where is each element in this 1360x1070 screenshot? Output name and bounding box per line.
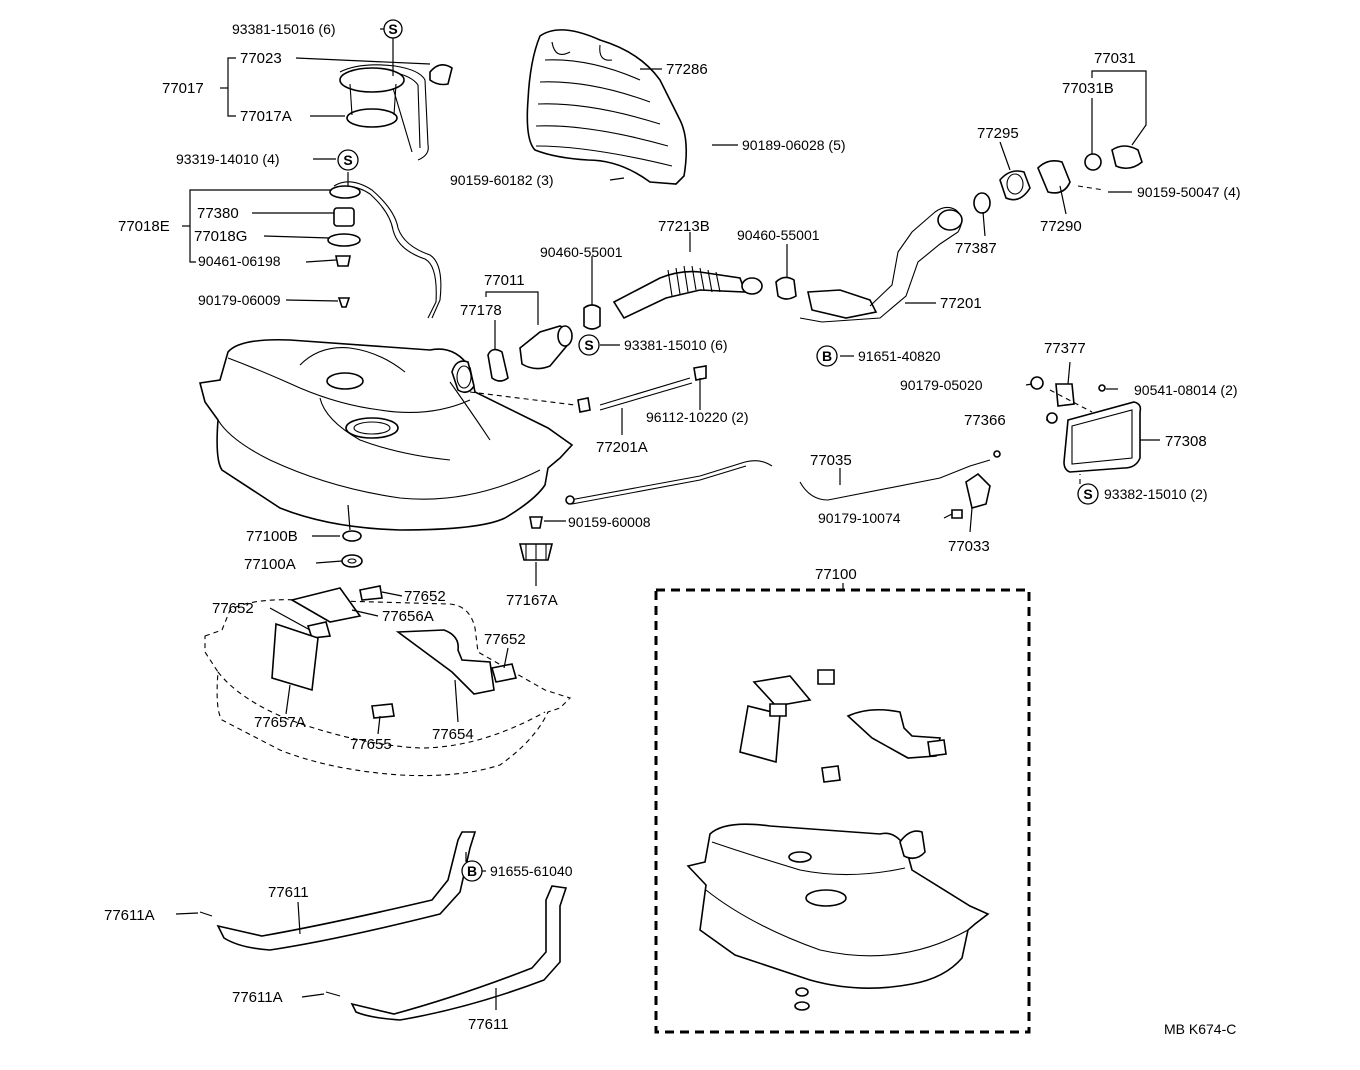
symbol-s-4: S [1077,483,1099,505]
symbol-b-2: B [461,860,483,882]
label-77100A: 77100A [244,556,296,573]
label-77031B: 77031B [1062,80,1114,97]
label-90460-55001-b: 90460-55001 [737,227,820,243]
label-77377: 77377 [1044,340,1086,357]
label-77035: 77035 [810,452,852,469]
label-77286: 77286 [666,61,708,78]
label-77654: 77654 [432,726,474,743]
label-91651-40820: 91651-40820 [858,348,941,364]
label-90460-55001-a: 90460-55001 [540,244,623,260]
svg-text:S: S [343,152,352,168]
label-77011: 77011 [484,272,525,289]
label-93319-14010: 93319-14010 (4) [176,151,280,167]
label-77308: 77308 [1165,433,1207,450]
footer-code: MB K674-C [1164,1021,1236,1037]
label-90159-60008: 90159-60008 [568,514,651,530]
label-90159-60182: 90159-60182 (3) [450,172,554,188]
svg-text:B: B [467,863,477,879]
label-93381-15016: 93381-15016 (6) [232,21,336,37]
under-tank-parts [341,530,363,568]
label-90159-50047: 90159-50047 (4) [1137,184,1241,200]
label-77018E: 77018E [118,218,170,235]
label-77017: 77017 [162,80,204,97]
label-77655: 77655 [350,736,392,753]
fuel-lid-group [518,376,1142,561]
svg-text:B: B [822,348,832,364]
label-77652-a: 77652 [404,588,446,605]
label-77611-a: 77611 [268,884,309,901]
label-90179-10074: 90179-10074 [818,510,901,526]
label-77167A: 77167A [506,592,558,609]
symbol-s-2: S [337,149,359,171]
fuel-tank-main [198,338,574,531]
part-labels: 93381-15016 (6) 77023 77017 77017A 93319… [104,21,1241,1037]
svg-text:S: S [584,337,593,353]
label-77652-b: 77652 [212,600,254,617]
label-96112-10220: 96112-10220 (2) [646,409,748,425]
label-90179-06009: 90179-06009 [198,292,281,308]
assembly-77100-contents [686,669,990,1011]
label-93381-15010: 93381-15010 (6) [624,337,728,353]
label-77201A: 77201A [596,439,648,456]
symbol-s-3: S [578,334,600,356]
heat-insulator-77286 [526,29,688,185]
label-77017A: 77017A [240,108,292,125]
symbol-s-1: S [383,19,403,39]
tank-pads-group [204,585,572,777]
tank-straps [199,831,568,1021]
label-77290: 77290 [1040,218,1082,235]
svg-text:S: S [388,21,397,37]
label-77611A-b: 77611A [232,989,283,1006]
label-77100B: 77100B [246,528,298,545]
label-77023: 77023 [240,50,282,67]
symbol-b-1: B [816,345,838,367]
label-77018G: 77018G [194,228,247,245]
label-90541-08014: 90541-08014 (2) [1134,382,1238,398]
label-77178: 77178 [460,302,502,319]
filler-hose-group [487,145,1143,413]
leader-lines [175,28,1160,1010]
label-77611A-a: 77611A [104,907,155,924]
label-77213B: 77213B [658,218,710,235]
label-90461-06198: 90461-06198 [198,253,281,269]
label-77656A: 77656A [382,608,434,625]
label-90189-06028: 90189-06028 (5) [742,137,846,153]
label-77295: 77295 [977,125,1019,142]
fuel-sender-assembly [327,64,453,319]
label-77611-b: 77611 [468,1016,509,1033]
label-90179-05020: 90179-05020 [900,377,983,393]
label-77657A: 77657A [254,714,306,731]
label-93382-15010: 93382-15010 (2) [1104,486,1208,502]
label-77100: 77100 [815,566,857,583]
label-77380: 77380 [197,205,239,222]
label-77033: 77033 [948,538,990,555]
svg-text:S: S [1083,486,1092,502]
label-77652-c: 77652 [484,631,526,648]
label-77366: 77366 [964,412,1006,429]
label-77031: 77031 [1094,50,1136,67]
label-91655-61040: 91655-61040 [490,863,573,879]
label-77201: 77201 [940,295,982,312]
label-77387: 77387 [955,240,997,257]
